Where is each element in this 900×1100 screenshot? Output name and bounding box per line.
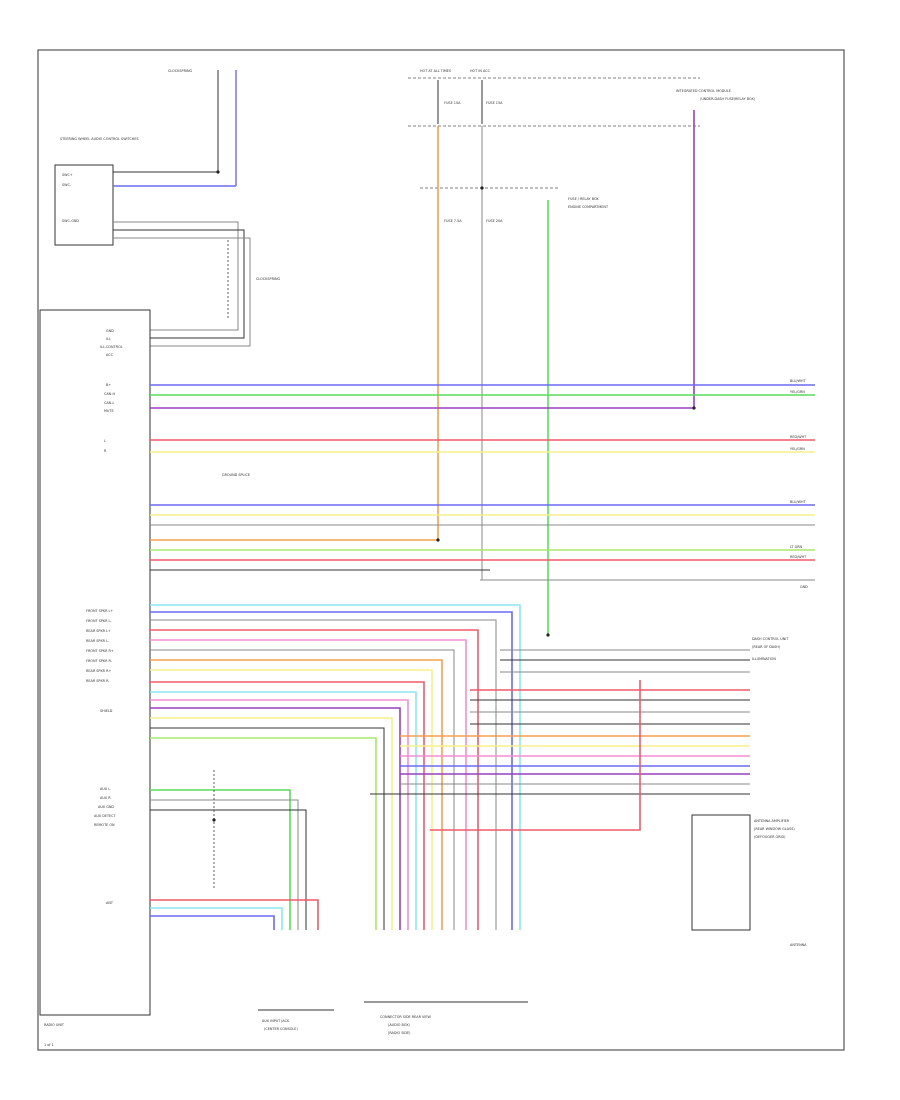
steering-pin-3: SWC-GND: [62, 219, 79, 223]
splice-dot-4: [436, 538, 440, 542]
steering-switch-box: [54, 164, 114, 246]
splice-dot-5: [546, 633, 550, 637]
radio-pin-rl-neg: REAR SPKR L-: [86, 639, 110, 643]
radio-pin-bplus: B+: [106, 383, 111, 387]
ground-label: GND: [800, 585, 808, 589]
radio-pin-r: R: [104, 449, 107, 453]
radio-unit-label: RADIO UNIT: [44, 1023, 65, 1027]
fuse-label-4: FUSE 20A: [486, 219, 503, 223]
fuse-box-top-label: HOT AT ALL TIMES: [420, 69, 451, 73]
relay-box-right-label: INTEGRATED CONTROL MODULE: [676, 89, 731, 93]
wire-label-4: YEL/GRN: [790, 447, 805, 451]
splice-dot-2: [480, 186, 484, 190]
radio-pin-canl: CAN-L: [104, 401, 114, 405]
wire-label-3: YEL/GRN: [790, 390, 805, 394]
splice-dot-3: [692, 406, 696, 410]
splice-dot-1: [216, 170, 220, 174]
fuse-box-left-sub: ENGINE COMPARTMENT: [568, 205, 609, 209]
radio-pin-rl-pos: REAR SPKR L+: [86, 629, 111, 633]
wire-label-6: RED/WHT: [790, 435, 807, 439]
antenna-box-label: ANTENNA AMPLIFIER: [754, 819, 790, 823]
radio-pin-aux-gnd: AUX GND: [98, 805, 114, 809]
radio-pin-ant: ANT: [106, 901, 114, 905]
fuse-label-3: FUSE 7.5A: [444, 219, 462, 223]
radio-pin-rr-neg: REAR SPKR R-: [86, 679, 110, 683]
dash-box-sub: (REAR OF DASH): [752, 645, 781, 649]
wire-label-13: LT GRN: [790, 545, 803, 549]
radio-pin-canh: CAN-H: [104, 392, 115, 396]
radio-pin-gnd: GND: [106, 329, 114, 333]
connector-rear-label: CONNECTOR SIDE REAR VIEW: [380, 1015, 431, 1019]
splice-label: GROUND SPLICE: [222, 473, 250, 477]
wire-label-2: BLU/WHT: [790, 500, 807, 504]
fuse-label-2: FUSE 15A: [486, 101, 503, 105]
radio-pin-mute: MUTE: [104, 409, 114, 413]
antenna-box-sub2: (DEFOGGER GRID): [754, 835, 786, 839]
antenna-box-sub: (REAR WINDOW GLASS): [754, 827, 795, 831]
radio-pin-remote-on: REMOTE ON: [94, 823, 115, 827]
diagram-frame: [37, 49, 845, 1051]
radio-pin-fl-pos: FRONT SPKR L+: [86, 609, 113, 613]
dash-box-label: DASH CONTROL UNIT: [752, 637, 789, 641]
radio-pin-fr-neg: FRONT SPKR R-: [86, 659, 113, 663]
radio-pin-rr-pos: REAR SPKR R+: [86, 669, 111, 673]
frame-id: 1 of 1: [44, 1043, 54, 1047]
steering-pin-1: SWC+: [62, 173, 73, 177]
radio-pin-l: L: [104, 439, 106, 443]
fuse-box-top2-label: HOT IN ACC: [470, 69, 491, 73]
splice-dot-6: [212, 818, 216, 822]
fuse-label-1: FUSE 10A: [444, 101, 461, 105]
steering-switch-label: STEERING WHEEL AUDIO CONTROL SWITCHES: [60, 137, 139, 141]
relay-box-right-sub: (UNDER-DASH FUSE/RELAY BOX): [700, 97, 756, 101]
radio-pin-aux-detect: AUX DETECT: [94, 814, 117, 818]
clockspring-label: CLOCKSPRING: [168, 69, 192, 73]
aux-jack-sub: (CENTER CONSOLE): [264, 1027, 298, 1031]
aux-jack-label: AUX INPUT JACK: [262, 1019, 290, 1023]
clockspring-note: CLOCKSPRING: [256, 277, 280, 281]
radio-pin-ill: ILL: [106, 337, 111, 341]
radio-pin-shield: SHIELD: [100, 709, 113, 713]
radio-unit-box: [39, 309, 151, 1016]
wire-label-7: RED/WHT: [790, 555, 807, 559]
radio-pin-fl-neg: FRONT SPKR L-: [86, 619, 112, 623]
antenna-label: ANTENNA: [790, 943, 807, 947]
radio-pin-acc: ACC: [106, 353, 114, 357]
connector-rear-sub2: (RADIO SIDE): [388, 1031, 411, 1035]
radio-pin-aux-l: AUX L: [100, 787, 110, 791]
steering-pin-2: SWC-: [62, 183, 72, 187]
wire-label-1: BLU/WHT: [790, 379, 807, 383]
radio-pin-ill-control: ILL-CONTROL: [100, 345, 123, 349]
antenna-box: [691, 814, 751, 931]
connector-rear-sub: (AUDIO BOX): [388, 1023, 411, 1027]
radio-pin-aux-r: AUX R: [100, 796, 111, 800]
radio-pin-fr-pos: FRONT SPKR R+: [86, 649, 114, 653]
dash-box-sub2: ILLUMINATION: [752, 657, 776, 661]
fuse-box-left-label: FUSE / RELAY BOX: [568, 197, 599, 201]
